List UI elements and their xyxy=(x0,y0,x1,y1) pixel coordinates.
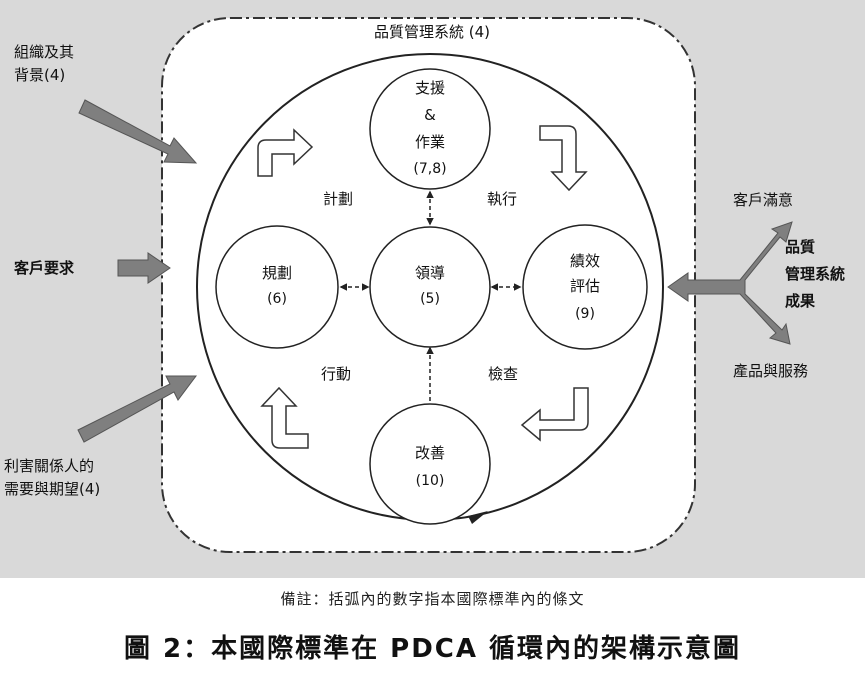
phase-act-label: 行動 xyxy=(321,365,351,383)
customer-requirements-label: 客戶要求 xyxy=(13,259,75,277)
qms-results-label-2: 管理系統 xyxy=(785,265,845,283)
node-leadership: 領導 (5) xyxy=(369,226,491,348)
node-support-label-1: 支援 xyxy=(415,79,445,97)
node-planning: 規劃 (6) xyxy=(215,225,339,349)
node-planning-label-2: (6) xyxy=(267,291,287,307)
output-arrows xyxy=(667,221,793,345)
phase-check-label: 檢查 xyxy=(488,365,518,383)
cycle-arrowhead xyxy=(468,511,488,524)
stakeholders-label-1: 利害關係人的 xyxy=(4,457,94,475)
node-improvement: 改善 (10) xyxy=(369,403,491,525)
qms-results-label-1: 品質 xyxy=(785,238,815,256)
node-support-label-2: & xyxy=(424,106,436,124)
caption-note: 備註：括弧內的數字指本國際標準內的條文 xyxy=(280,590,585,608)
act-to-plan-arrow xyxy=(260,386,309,449)
customer-requirements-arrow xyxy=(117,252,171,284)
node-improvement-label-1: 改善 xyxy=(415,444,445,462)
node-leadership-label-1: 領導 xyxy=(415,264,445,282)
customer-satisfaction-label: 客戶滿意 xyxy=(733,191,793,209)
products-services-label: 產品與服務 xyxy=(733,362,808,380)
qms-results-label-3: 成果 xyxy=(785,292,816,310)
node-evaluation: 績效 評估 (9) xyxy=(522,224,648,350)
node-improvement-circle xyxy=(369,403,491,525)
node-support-label-3: 作業 xyxy=(415,133,445,151)
node-planning-label-1: 規劃 xyxy=(262,264,292,282)
stakeholders-label-2: 需要與期望(4) xyxy=(4,480,100,498)
qms-title: 品質管理系統 (4) xyxy=(374,23,490,41)
check-to-act-arrow xyxy=(520,387,589,442)
node-evaluation-circle xyxy=(522,224,648,350)
plan-to-do-arrow xyxy=(257,128,314,177)
org-context-label-1: 組織及其 xyxy=(14,43,74,61)
node-leadership-circle xyxy=(369,226,491,348)
node-planning-circle xyxy=(215,225,339,349)
org-context-arrow xyxy=(78,99,198,164)
node-leadership-label-2: (5) xyxy=(420,291,440,307)
node-support-label-4: (7,8) xyxy=(413,161,446,177)
org-context-label-2: 背景(4) xyxy=(14,66,65,84)
node-improvement-label-2: (10) xyxy=(416,473,445,489)
node-support: 支援 & 作業 (7,8) xyxy=(369,68,491,190)
stakeholders-arrow xyxy=(77,375,197,443)
node-evaluation-label-2: 評估 xyxy=(570,277,600,295)
do-to-check-arrow xyxy=(539,125,588,192)
phase-plan-label: 計劃 xyxy=(323,190,353,208)
node-support-circle xyxy=(369,68,491,190)
node-evaluation-label-1: 績效 xyxy=(570,252,600,270)
phase-do-label: 執行 xyxy=(487,190,517,208)
pdca-diagram: 品質管理系統 (4) 組織及其 背景(4) 客戶要求 利害關係人的 需要與期望(… xyxy=(0,0,865,578)
caption-title: 圖 2：本國際標準在 PDCA 循環內的架構示意圖 xyxy=(123,634,742,664)
node-evaluation-label-3: (9) xyxy=(575,306,595,322)
